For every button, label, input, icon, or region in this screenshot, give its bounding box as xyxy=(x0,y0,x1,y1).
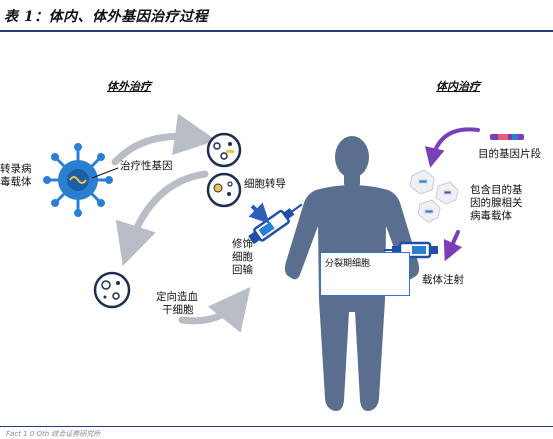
in-vivo-arrows xyxy=(424,127,480,262)
footer-rule xyxy=(0,426,553,427)
dividing-cells-inset: 分裂期细胞 xyxy=(320,252,410,296)
ex-vivo-heading: 体外治疗 xyxy=(107,80,151,93)
aav-vector-icon xyxy=(409,169,459,223)
retrovirus-vector-label: 转录病 毒载体 xyxy=(0,163,32,188)
syringe-arrow xyxy=(248,202,270,224)
syringe-reinfusion-icon xyxy=(248,203,303,245)
directed-stem-cells-label: 定向造血 干细胞 xyxy=(156,291,198,316)
petri-dish-3-icon xyxy=(93,271,131,309)
source-footnote: Fact 1 0 Oth 综合证券研究所 xyxy=(6,430,101,438)
vector-injection-label: 载体注射 xyxy=(422,274,464,286)
aav-vector-label: 包含目的基 因的腺相关 病毒载体 xyxy=(470,184,523,222)
dna-fragment-icon xyxy=(490,134,524,140)
in-vivo-heading: 体内治疗 xyxy=(436,80,480,93)
target-gene-fragment-label: 目的基因片段 xyxy=(478,148,541,160)
dividing-cells-label: 分裂期细胞 xyxy=(325,259,371,269)
cell-transduction-label: 细胞转导 xyxy=(244,178,286,190)
page-title: 表 1：体内、体外基因治疗过程 xyxy=(4,9,209,25)
human-body-icon xyxy=(284,136,420,411)
title-rule xyxy=(0,30,553,32)
gene-pointer xyxy=(91,167,119,179)
petri-dish-1-icon xyxy=(206,132,242,168)
petri-dish-2-icon xyxy=(206,172,242,208)
modified-cells-reinfused-label: 修饰 细胞 回输 xyxy=(232,238,253,276)
ex-vivo-cycle-arrows xyxy=(111,113,251,333)
therapeutic-gene-label: 治疗性基因 xyxy=(120,160,173,172)
retrovirus-icon xyxy=(43,143,113,217)
